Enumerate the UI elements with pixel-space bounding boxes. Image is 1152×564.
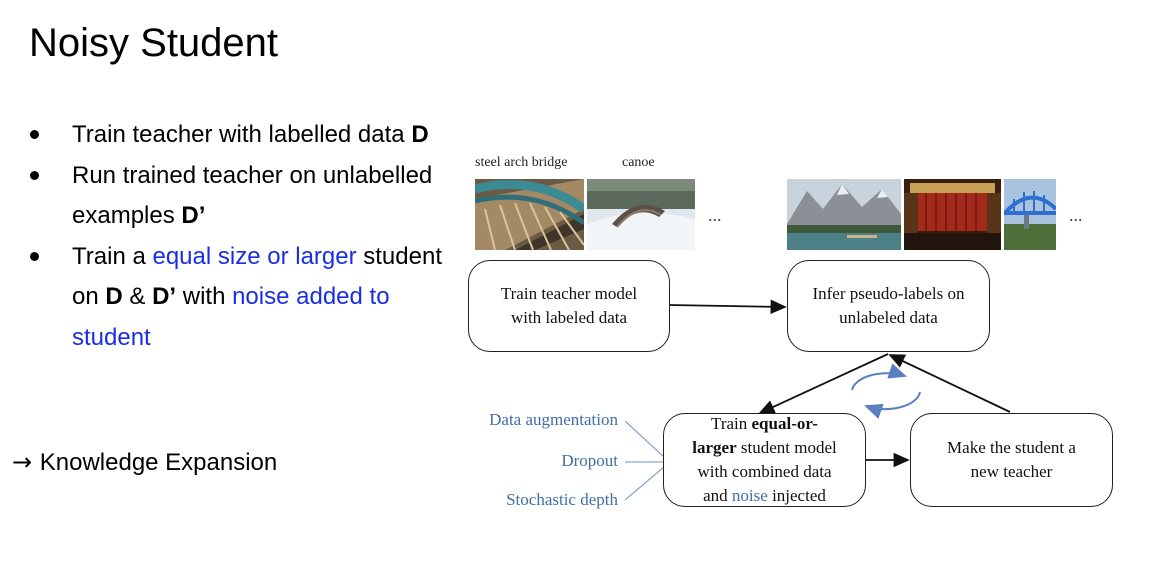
box-train-student-text: Train equal-or- larger student model wit… — [692, 412, 836, 508]
bridge-photo — [475, 179, 584, 250]
blue-bridge-photo — [1004, 179, 1056, 250]
student-bold-part: larger — [692, 438, 737, 457]
bullet-blue-text: noise added to student — [72, 283, 390, 351]
student-text-part: injected — [767, 486, 826, 505]
knowledge-expansion-line: → Knowledge Expansion — [12, 445, 277, 480]
bullet-dot — [30, 130, 39, 139]
student-text-part: Train — [711, 414, 752, 433]
bullet-bold: D’ — [181, 202, 206, 229]
bullet-item: Train a equal size or larger student on … — [30, 237, 450, 359]
box-infer-pseudo-labels: Infer pseudo-labels on unlabeled data — [787, 260, 990, 352]
box-new-teacher-text: Make the student a new teacher — [947, 438, 1076, 481]
noise-label-dropout: Dropout — [561, 451, 618, 470]
bullet-bold: D — [411, 121, 429, 148]
box-train-teacher: Train teacher model with labeled data — [468, 260, 670, 352]
bullet-dot — [30, 251, 39, 261]
student-noise-word: noise — [731, 486, 768, 505]
cycle-arrow-bottom — [864, 391, 921, 419]
bullet-list: Train teacher with labelled data D Run t… — [30, 115, 450, 358]
box-train-teacher-text: Train teacher model with labeled data — [500, 284, 638, 327]
slide-title: Noisy Student — [29, 21, 279, 65]
cycle-arrow-top — [851, 363, 907, 391]
ellipsis-right: ... — [1069, 205, 1083, 225]
student-text-part: student model — [736, 438, 837, 457]
bullet-text: with — [176, 283, 233, 310]
bullet-text: Run trained teacher on unlabelled exampl… — [72, 161, 433, 230]
student-text-part: and — [703, 486, 732, 505]
bullet-dot — [30, 170, 39, 180]
box-train-student: Train equal-or- larger student model wit… — [663, 413, 866, 507]
noise-connector-3 — [624, 466, 665, 501]
image-label-canoe: canoe — [622, 155, 655, 170]
image-label-bridge: steel arch bridge — [475, 155, 568, 170]
arrow-teacher-to-infer — [668, 299, 787, 314]
student-text-part: with combined data — [697, 462, 832, 481]
bullet-text: & — [122, 283, 153, 310]
lake-photo — [787, 179, 901, 250]
noise-label-data-augmentation: Data augmentation — [489, 410, 618, 429]
knowledge-expansion-text: Knowledge Expansion — [39, 449, 278, 476]
arrow-newteacher-to-infer — [888, 354, 1011, 413]
arrow-infer-to-student — [758, 353, 889, 414]
bullet-item: Train teacher with labelled data D — [30, 115, 450, 156]
ellipsis-left: ... — [708, 205, 722, 225]
bullet-bold: D — [105, 283, 123, 310]
bullet-text: student on — [72, 242, 442, 311]
bullet-blue-text: equal size or larger — [152, 242, 357, 270]
canoe-photo — [587, 179, 695, 250]
bullet-text: Train a — [72, 242, 153, 270]
right-arrow-icon: → — [12, 448, 33, 476]
bullet-item: Run trained teacher on unlabelled exampl… — [30, 156, 450, 237]
noise-connector-1 — [624, 420, 665, 458]
box-infer-text: Infer pseudo-labels on unlabeled data — [812, 284, 965, 327]
bullet-text: Train teacher with labelled data — [72, 121, 412, 148]
bullet-bold: D’ — [152, 283, 177, 310]
student-bold-part: equal-or- — [751, 414, 818, 433]
theater-photo — [904, 179, 1001, 250]
noise-label-stochastic-depth: Stochastic depth — [506, 490, 618, 509]
box-new-teacher: Make the student a new teacher — [910, 413, 1113, 507]
